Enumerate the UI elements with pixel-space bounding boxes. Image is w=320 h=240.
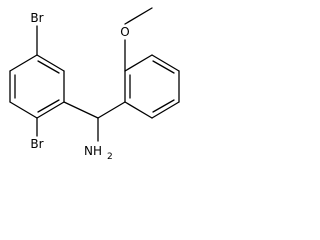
bond-ring1-to-center [63,101,99,119]
double-bond-ring2-2 [152,60,175,74]
bond-ring1-f [9,54,38,72]
double-bond-ring2-3 [152,99,175,113]
bond-o-to-methyl [124,7,153,25]
amine-subscript: 2 [107,152,113,162]
bond-ring1-c [36,101,65,119]
bond-ring2-c [151,54,180,72]
bond-ring2-f [124,101,153,119]
chemical-structure: Br Br O NH 2 [9,7,180,162]
bond-ring2-e [151,101,180,119]
double-bond-ring1-1 [37,60,60,74]
bond-center-to-ring2 [97,101,126,119]
br-bottom-label: Br [30,137,43,151]
oxygen-label: O [120,25,129,39]
double-bond-ring1-2 [37,99,60,113]
right-benzene-ring [124,54,180,119]
bond-ring2-b [124,54,153,72]
br-top-label: Br [30,11,43,25]
amine-n-label: NH [84,144,102,158]
bond-ring1-d [9,101,38,119]
left-benzene-ring [9,54,65,119]
bond-ring1-a [36,54,65,72]
